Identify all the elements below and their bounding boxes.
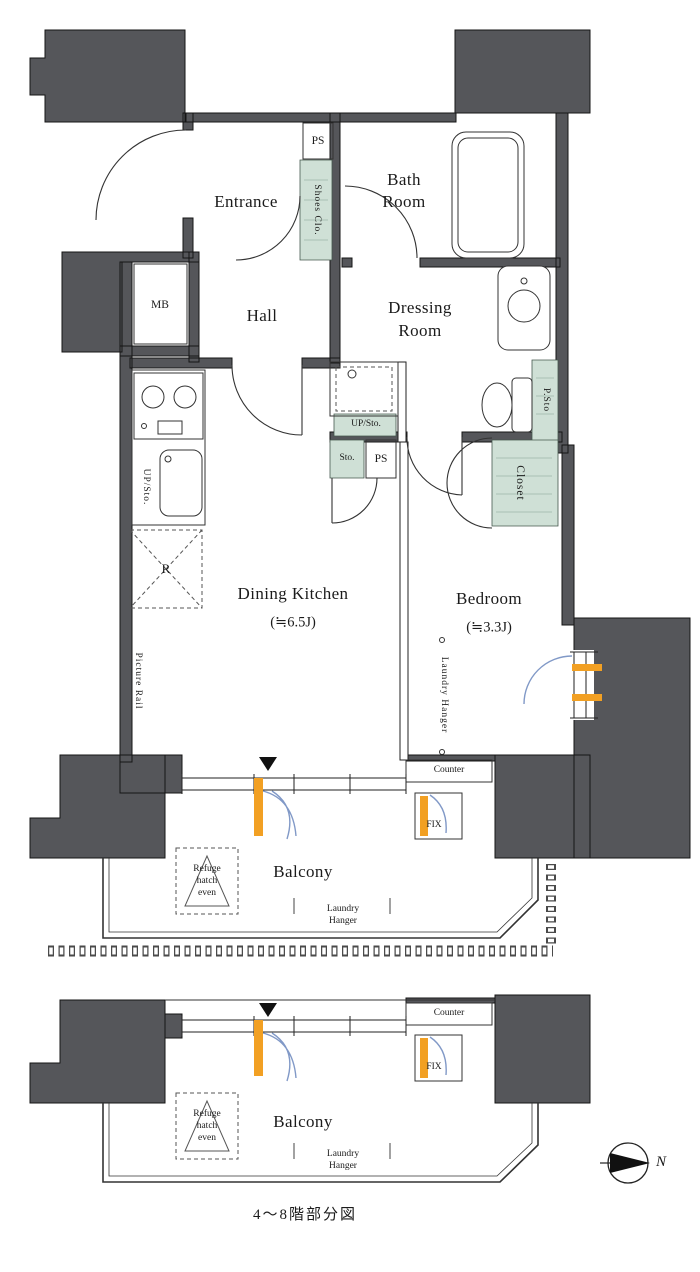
- balcony-label: Balcony: [273, 862, 333, 882]
- up-storage-label-washer: UP/Sto.: [351, 419, 381, 430]
- laundry-hanger-label-bedroom: Laundry Hanger: [438, 656, 449, 734]
- laundry-hook-bottom: [439, 749, 445, 755]
- refuge-hatch-label-line3: even: [198, 888, 216, 899]
- up-storage-label-kitchen: UP/Sto.: [140, 468, 151, 506]
- refuge-hatch-label-line1: Refuge: [193, 864, 221, 875]
- balcony-outline: [102, 858, 539, 1183]
- dining-kitchen-label: Dining Kitchen: [237, 584, 349, 604]
- washbasin-bowl: [507, 289, 541, 323]
- cooktop-knob: [141, 423, 147, 429]
- bedroom-size: (≒3.3J): [466, 619, 512, 636]
- casement-swing-curves: [262, 655, 573, 1082]
- bedroom-counter: [405, 759, 493, 783]
- refuge-hatch-lower-line3: even: [198, 1133, 216, 1144]
- counter-label-lower-plan: Counter: [433, 1008, 465, 1019]
- washbasin-faucet: [520, 277, 528, 285]
- balcony-inner-line: [108, 858, 533, 1177]
- compass-needle: [610, 1153, 650, 1173]
- structural-walls: [29, 29, 691, 1104]
- pipe-storage-label: P.Sto: [540, 387, 551, 413]
- bedroom-label: Bedroom: [455, 589, 523, 609]
- refuge-hatch-lower-line2: hatch: [196, 1121, 218, 1132]
- door-swing-arcs: [95, 129, 493, 529]
- meter-box-label: MB: [151, 298, 169, 311]
- grill: [157, 420, 183, 435]
- balcony-label-lower-plan: Balcony: [273, 1112, 333, 1132]
- laundry-hanger-balcony-line1: Laundry: [326, 904, 360, 915]
- entrance-label: Entrance: [214, 192, 278, 212]
- burner-left: [141, 385, 165, 409]
- laundry-hanger-balcony-line2: Hanger: [329, 916, 357, 927]
- cooktop: [133, 372, 204, 440]
- plan-caption: 4〜8階部分図: [252, 1207, 358, 1224]
- dressing-room-label-line2: Room: [398, 321, 442, 341]
- bath-room-label-line2: Room: [382, 192, 426, 212]
- fix-window-label-lower-plan: FIX: [426, 1062, 442, 1073]
- laundry-hanger-ticks: [293, 898, 391, 1159]
- toilet-bowl: [481, 382, 513, 428]
- dressing-room-label-line1: Dressing: [388, 298, 452, 318]
- compass: [600, 1142, 650, 1184]
- bath-room-label-line1: Bath: [387, 170, 421, 190]
- kitchen-sink: [159, 449, 203, 517]
- meter-box: [133, 263, 188, 345]
- washer-pan: [329, 361, 399, 417]
- fix-window-label: FIX: [426, 820, 442, 831]
- toilet-tank: [511, 377, 533, 433]
- pipe-space-label-top: PS: [311, 134, 325, 147]
- storage-label: Sto.: [339, 453, 355, 464]
- bathtub-outer: [451, 131, 525, 259]
- dashed-symbols: [129, 366, 393, 1160]
- closet-label: Closet: [514, 465, 527, 501]
- fixtures: [131, 122, 551, 1082]
- laundry-hanger-balcony-lower-line1: Laundry: [326, 1149, 360, 1160]
- counter-label: Counter: [433, 765, 465, 776]
- ps-box-mid: [365, 439, 397, 479]
- bedroom-counter-lower-plan: [405, 1002, 493, 1026]
- washbasin: [497, 265, 551, 351]
- fix-window-bay-lower-plan: [414, 1034, 463, 1082]
- picture-rail-label: Picture Rail: [132, 652, 143, 710]
- dining-kitchen-size: (≒6.5J): [270, 614, 316, 631]
- pipe-space-label-mid: PS: [374, 452, 388, 465]
- refuge-hatch-label-line2: hatch: [196, 876, 218, 887]
- interior-partitions: [397, 361, 409, 761]
- refuge-hatch-triangles: [184, 854, 230, 1152]
- fix-window-bay: [414, 792, 463, 840]
- bathtub-inner: [457, 137, 519, 253]
- compass-north-label: N: [655, 1154, 667, 1171]
- washer-faucet: [347, 369, 357, 379]
- shoes-closet-label: Shoes Clo.: [311, 184, 322, 236]
- hall-label: Hall: [246, 306, 278, 326]
- refrigerator-label: R: [161, 561, 171, 577]
- refuge-hatch-lower-line1: Refuge: [193, 1109, 221, 1120]
- ps-box-top: [302, 122, 334, 160]
- laundry-hook-top: [439, 637, 445, 643]
- burner-right: [173, 385, 197, 409]
- sink-faucet: [164, 455, 172, 463]
- laundry-hanger-balcony-lower-line2: Hanger: [329, 1161, 357, 1172]
- storage-areas-green: [131, 159, 559, 527]
